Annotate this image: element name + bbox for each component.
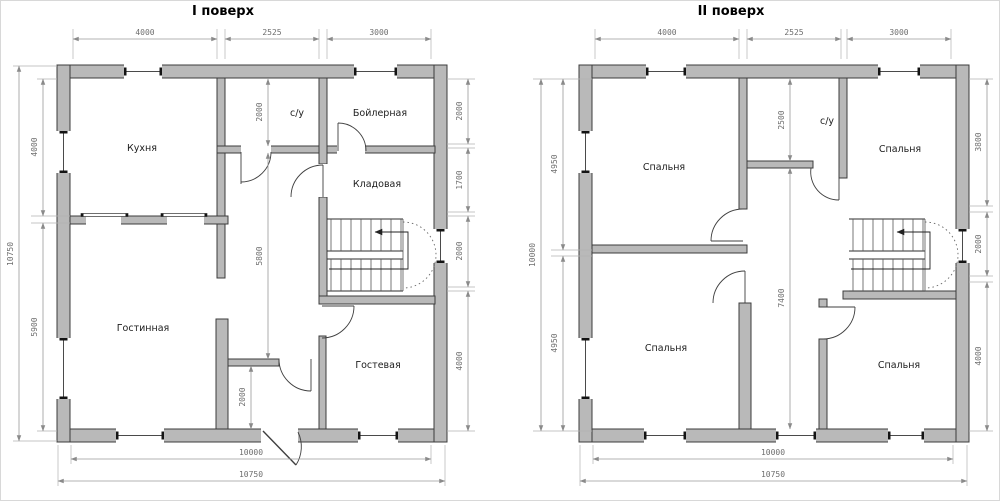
dim-label: 2525: [262, 28, 281, 37]
pocket-door: [160, 213, 208, 217]
window: [116, 428, 164, 443]
dim-label: 4000: [455, 351, 464, 370]
dim-label: 10750: [239, 470, 263, 479]
dim-label: 2525: [784, 28, 803, 37]
window: [124, 63, 162, 79]
window: [56, 338, 71, 399]
dim-label: 5900: [30, 317, 39, 336]
stair-treads: [330, 219, 402, 291]
window: [354, 63, 397, 79]
dim-label: 4000: [657, 28, 676, 37]
room-label-guest: Гостевая: [355, 360, 400, 371]
door: [810, 167, 840, 201]
dim-label: 3000: [369, 28, 388, 37]
window: [358, 428, 398, 443]
floor1-title: I поверх: [192, 4, 255, 19]
dim-label: 4000: [30, 137, 39, 156]
dim-label: 3000: [889, 28, 908, 37]
floor2-room-labels: Спальня с/у Спальня Спальня Спальня: [643, 116, 921, 371]
room-label-kitchen: Кухня: [127, 143, 157, 154]
window: [644, 428, 686, 443]
dim-label: 2000: [455, 101, 464, 120]
door: [290, 164, 324, 198]
window: [56, 131, 71, 173]
window: [878, 63, 920, 79]
room-label-boiler: Бойлерная: [353, 108, 407, 119]
floor2-doors: [710, 167, 856, 340]
floor1-windows: [56, 63, 448, 443]
floor1-room-labels: Кухня с/у Бойлерная Кладовая Гостинная Г…: [117, 108, 407, 371]
window: [646, 63, 686, 79]
stair-treads: [852, 219, 924, 291]
floor1-dimensions: 4000 2525 3000 10750 4000 5900 2000 1700…: [6, 28, 475, 486]
dim-label: 10000: [761, 448, 785, 457]
floor2-dimensions: 4000 2525 3000 10000 4950 4950 3800 2000…: [528, 28, 993, 486]
room-label-bedroom: Спальня: [878, 360, 920, 371]
room-label-bedroom: Спальня: [645, 343, 687, 354]
dim-label: 2500: [777, 110, 786, 129]
dim-label: 10750: [761, 470, 785, 479]
floor2-title: II поверх: [698, 4, 765, 19]
floor1-stairs: [327, 218, 437, 292]
floor2-plan: II поверх: [528, 4, 993, 486]
window: [955, 229, 970, 263]
room-label-wc: с/у: [820, 116, 834, 127]
stair-swing-dotted-arc: [402, 221, 437, 289]
dim-label: 2000: [238, 387, 247, 406]
stair-direction-arrow: [851, 228, 931, 270]
dim-label: 4950: [550, 154, 559, 173]
window: [578, 338, 593, 399]
door: [278, 358, 312, 392]
floor1-plan: I поверх: [6, 4, 475, 486]
dim-label: 5800: [255, 246, 264, 265]
window: [888, 428, 924, 443]
dim-label: 2000: [255, 102, 264, 121]
dim-label: 10000: [239, 448, 263, 457]
dim-label: 10000: [528, 243, 537, 267]
dim-label: 10750: [6, 242, 15, 266]
room-label-wc: с/у: [290, 108, 304, 119]
dim-label: 1700: [455, 170, 464, 189]
dim-label: 4950: [550, 333, 559, 352]
door: [710, 208, 744, 242]
pocket-door: [80, 213, 129, 217]
window: [776, 428, 816, 443]
window: [578, 131, 593, 173]
door: [321, 305, 355, 339]
dim-label: 2000: [455, 241, 464, 260]
dim-label: 2000: [974, 234, 983, 253]
door: [240, 151, 272, 184]
window: [433, 229, 448, 263]
dim-label: 4000: [974, 346, 983, 365]
stair-swing-dotted-arc: [924, 221, 959, 289]
dim-label: 7400: [777, 288, 786, 307]
stair-direction-arrow: [329, 228, 409, 270]
floor2-stairs: [849, 218, 959, 292]
door: [337, 122, 367, 152]
dim-label: 3800: [974, 132, 983, 151]
dim-label: 4000: [135, 28, 154, 37]
room-label-living: Гостинная: [117, 323, 170, 334]
door: [712, 270, 746, 304]
floor1-walls: [56, 64, 448, 443]
floor1-doors: [80, 122, 367, 466]
room-label-bedroom: Спальня: [643, 162, 685, 173]
door: [822, 306, 856, 340]
floor2-windows: [578, 63, 970, 443]
room-label-bedroom: Спальня: [879, 144, 921, 155]
floor2-walls: [578, 64, 970, 443]
room-label-pantry: Кладовая: [353, 179, 401, 190]
